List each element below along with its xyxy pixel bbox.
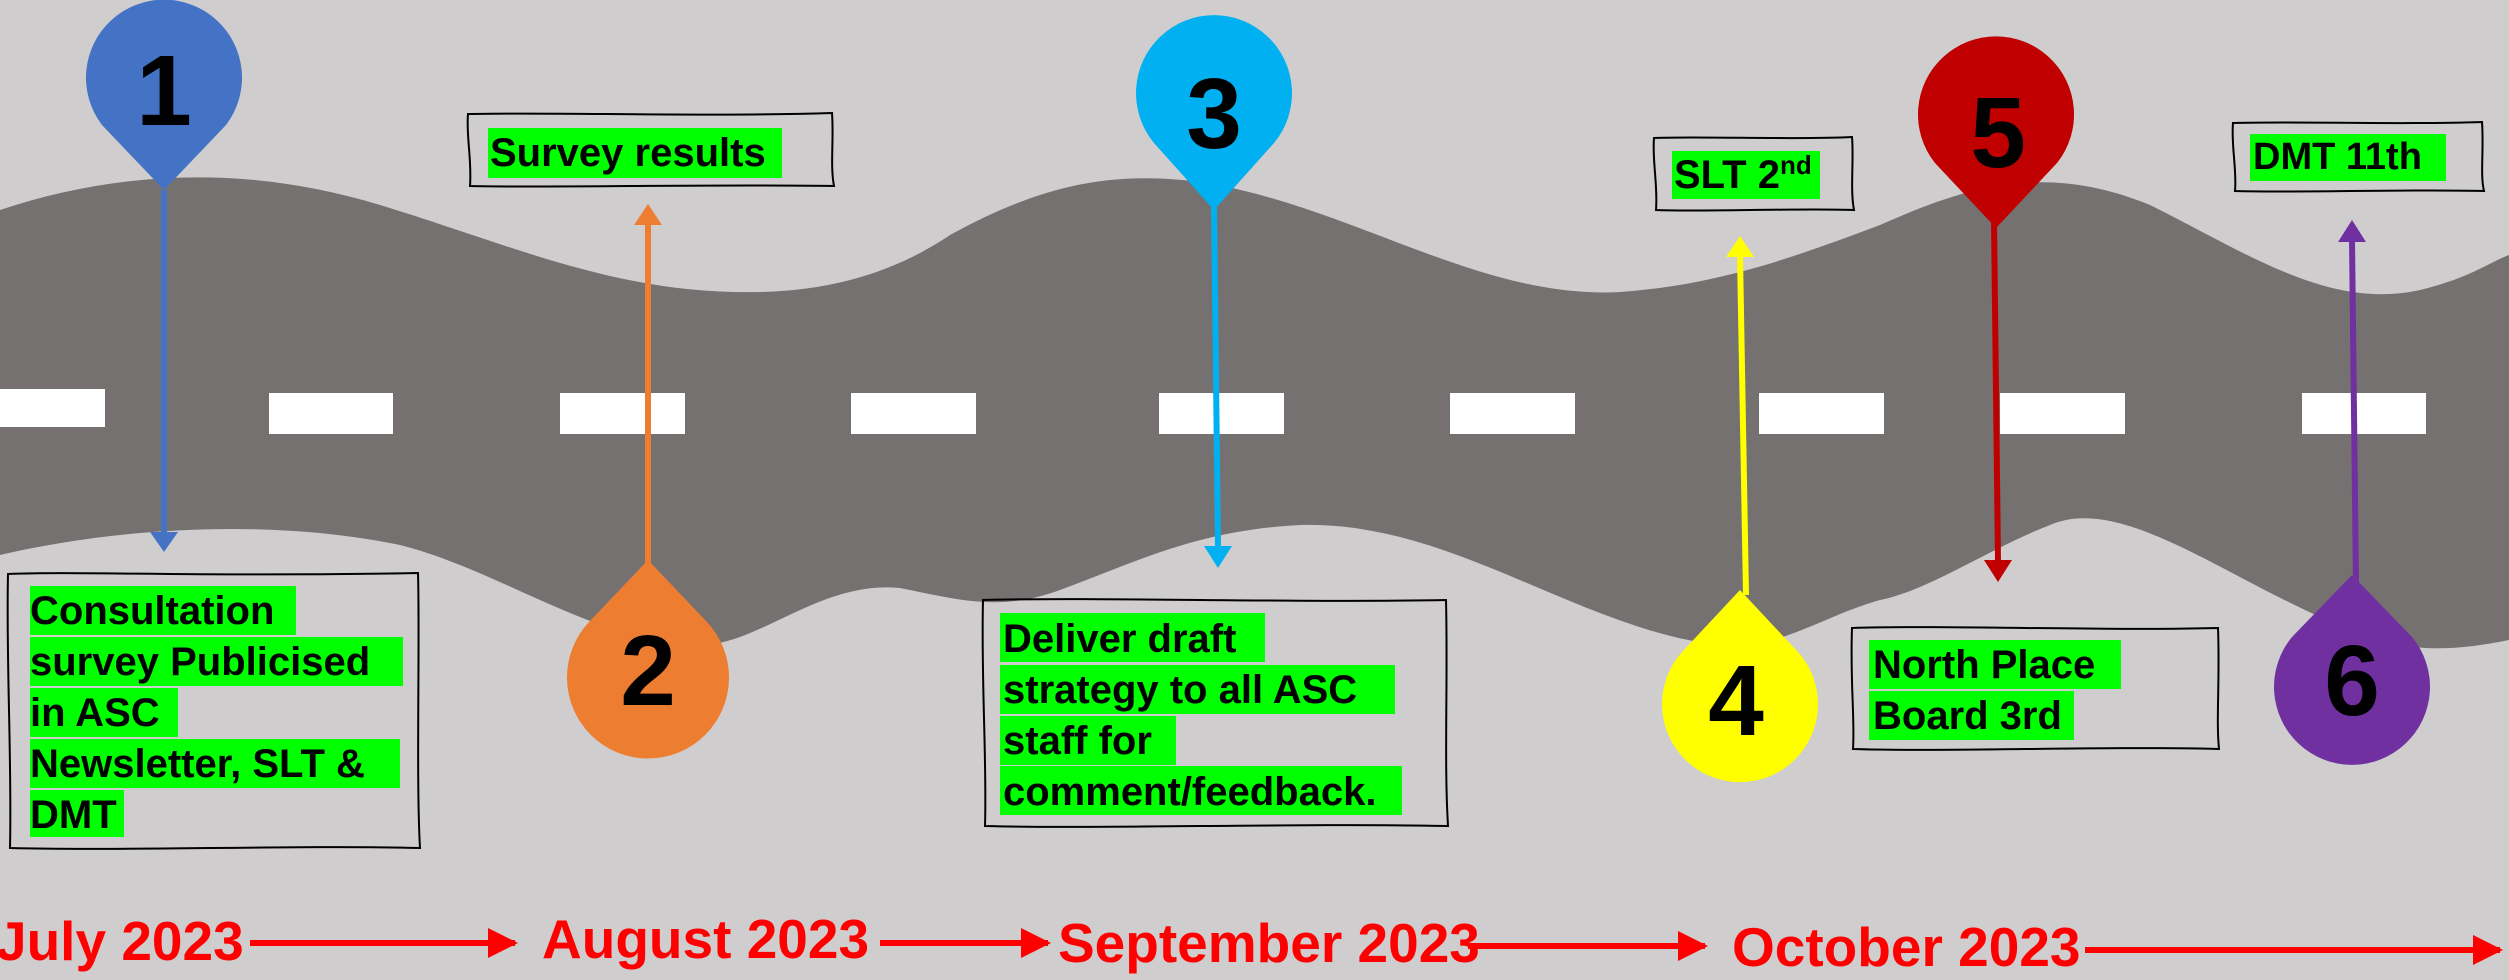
label-4-superscript: nd: [1780, 150, 1812, 180]
lane-marking: [560, 393, 685, 434]
lane-marking: [1450, 393, 1575, 434]
label-3-line: strategy to all ASC: [1003, 668, 1357, 712]
label-5-line: Board 3rd: [1873, 694, 2062, 738]
label-box-3-border: [981, 598, 1450, 828]
label-box-3: Deliver draft strategy to all ASC staff …: [981, 598, 1450, 828]
label-1-text: Consultation survey Publicised in ASC Ne…: [30, 589, 381, 837]
pin-6-number: 6: [2324, 625, 2380, 737]
label-1-line: survey Publicised: [30, 640, 370, 684]
label-highlight: [30, 790, 124, 837]
label-1-line: Consultation: [30, 589, 274, 633]
pin-4-marker: [1662, 590, 1819, 783]
label-highlight: [488, 128, 782, 178]
label-4-text: SLT 2nd: [1674, 150, 1812, 197]
label-highlight: [1000, 766, 1402, 815]
arrow-4: [1737, 254, 1749, 596]
lane-marking: [1759, 393, 1884, 434]
lane-marking: [2302, 393, 2426, 434]
pin-3-number: 3: [1186, 58, 1242, 170]
month-label-september: September 2023: [1058, 912, 1480, 974]
pin-5-marker: [1918, 36, 2074, 228]
month-label-october: October 2023: [1732, 916, 2081, 978]
pin-2: 2: [567, 560, 729, 759]
label-highlight: [30, 586, 296, 635]
arrowhead-4: [1726, 236, 1754, 257]
pin-6-marker: [2274, 575, 2431, 765]
label-1-line: in ASC: [30, 691, 160, 735]
pin-3-marker: [1136, 15, 1292, 211]
arrows: [150, 190, 2366, 596]
label-5-line: North Place: [1873, 643, 2095, 687]
pin-1-marker: [86, 0, 242, 190]
label-box-6-border: [2231, 120, 2486, 193]
label-3-line: staff for: [1003, 719, 1152, 763]
month-label-august: August 2023: [542, 908, 869, 970]
lane-marking: [0, 389, 105, 427]
label-box-5-border: [1850, 626, 2221, 751]
label-highlight: [1000, 665, 1395, 714]
lane-marking: [1159, 393, 1284, 434]
arrowhead-5: [1984, 560, 2012, 582]
lane-marking: [269, 393, 393, 434]
arrowhead-6: [2338, 220, 2366, 242]
month-label-july: July 2023: [0, 910, 244, 972]
label-box-2: Survey results: [466, 111, 836, 188]
arrowhead-2: [634, 204, 662, 225]
pin-3: 3: [1136, 15, 1292, 211]
lane-marking: [2000, 393, 2125, 434]
arrowhead-1: [150, 532, 178, 552]
label-highlight: [1869, 691, 2074, 740]
label-box-2-border: [466, 111, 836, 188]
pin-4: 4: [1662, 590, 1819, 783]
lane-marking: [851, 393, 976, 434]
arrow-3: [1211, 204, 1221, 549]
label-highlight: [1000, 613, 1265, 662]
label-1-line: Newsletter, SLT &: [30, 742, 365, 786]
label-box-1-border: [6, 571, 422, 850]
label-3-line: Deliver draft: [1003, 617, 1236, 661]
label-highlight: [1672, 151, 1820, 199]
arrow-5: [1991, 219, 2001, 563]
label-highlight: [1000, 716, 1176, 765]
label-box-5: North Place Board 3rd: [1850, 626, 2221, 751]
label-box-4-border: [1652, 135, 1856, 212]
label-highlight: [30, 637, 403, 686]
label-1-line: DMT: [30, 793, 117, 837]
label-highlight: [30, 688, 178, 737]
arrowhead-3: [1204, 546, 1232, 568]
label-4-line: SLT 2: [1674, 153, 1780, 197]
label-highlight: [30, 739, 400, 788]
pin-2-marker: [567, 560, 729, 759]
label-5-text: North Place Board 3rd: [1873, 643, 2106, 738]
month-timeline: July 2023 August 2023 September 2023 Oct…: [0, 908, 2503, 978]
label-highlight: [2250, 134, 2446, 181]
label-2-text: Survey results: [490, 131, 766, 175]
label-box-1: Consultation survey Publicised in ASC Ne…: [6, 571, 422, 850]
label-3-line: comment/feedback.: [1003, 770, 1376, 814]
pin-5: 5: [1918, 36, 2074, 228]
pin-5-number: 5: [1970, 77, 2026, 189]
pin-6: 6: [2274, 575, 2431, 765]
pin-4-number: 4: [1708, 645, 1764, 757]
label-6-text: DMT 11th: [2253, 136, 2422, 178]
pin-1-number: 1: [136, 35, 192, 147]
label-box-4: SLT 2nd: [1652, 135, 1856, 212]
lane-markings: [0, 389, 2426, 434]
arrow-6: [2349, 239, 2359, 586]
label-box-6: DMT 11th: [2231, 120, 2486, 193]
pin-1: 1: [86, 0, 242, 190]
pin-2-number: 2: [620, 615, 676, 727]
label-3-text: Deliver draft strategy to all ASC staff …: [1003, 617, 1376, 814]
label-highlight: [1869, 640, 2121, 689]
